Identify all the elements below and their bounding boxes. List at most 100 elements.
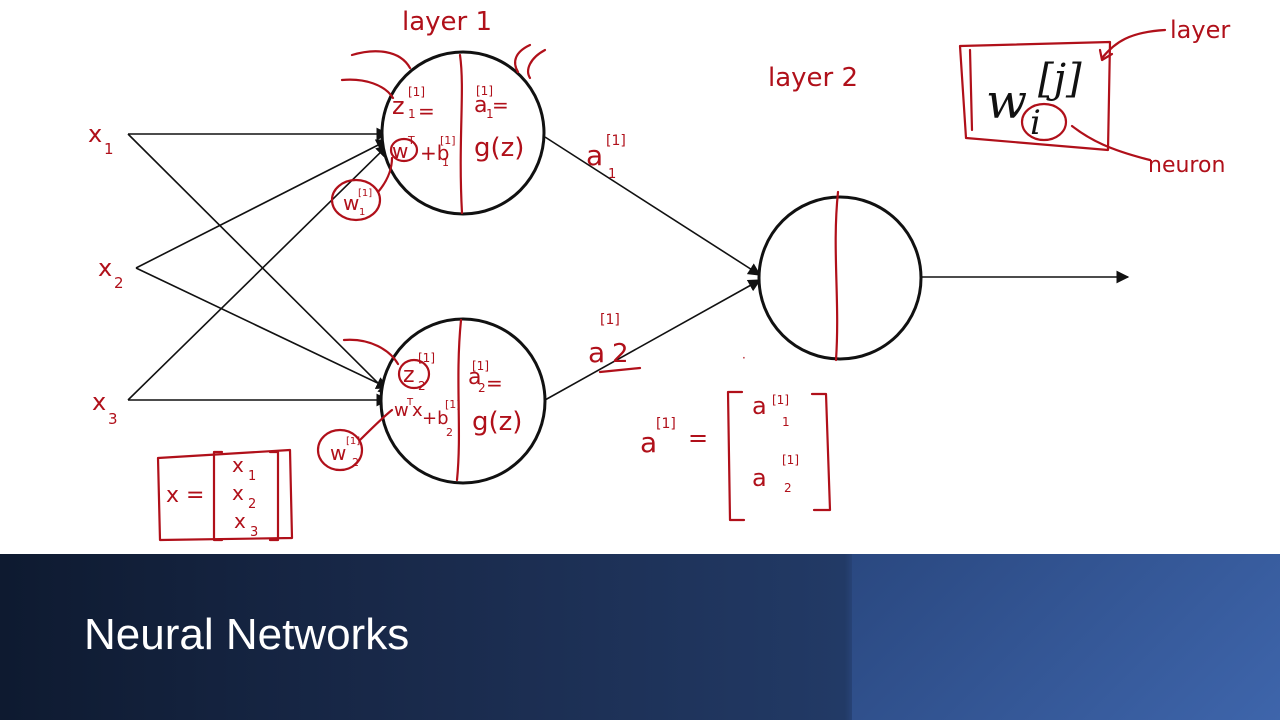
- slide-title: Neural Networks: [84, 610, 410, 659]
- svg-text:x: x: [234, 509, 246, 533]
- x-vector-box: [156, 448, 294, 542]
- svg-text:2: 2: [612, 339, 629, 369]
- svg-text:2: 2: [446, 426, 453, 439]
- svg-text:2: 2: [478, 381, 486, 395]
- svg-text:=: =: [492, 93, 509, 117]
- svg-text:g(z): g(z): [472, 407, 522, 437]
- layer1-arrow-right-2: [527, 48, 547, 80]
- a-vector: a [1] = a [1] 1 a [1] 2: [640, 390, 832, 522]
- svg-text:[1]: [1]: [782, 453, 799, 467]
- svg-text:w: w: [392, 139, 408, 163]
- input-x2: x 2: [98, 254, 124, 292]
- svg-text:=: =: [486, 371, 503, 395]
- n2-z-circle: [397, 358, 431, 390]
- svg-text:[1]: [1]: [440, 134, 456, 147]
- edge-x2-n2: [135, 267, 390, 389]
- x-bracket-left: [212, 450, 224, 542]
- x-vector: x = x 1 x 2 x 3: [156, 448, 294, 542]
- svg-text:x: x: [232, 453, 244, 477]
- svg-text:[1]: [1]: [606, 133, 626, 149]
- svg-text:[1]: [1]: [408, 85, 425, 99]
- input-x1: x 1: [88, 120, 114, 158]
- n1-w-circle: [389, 137, 419, 163]
- svg-text:1: 1: [782, 415, 790, 429]
- svg-text:a: a: [640, 426, 657, 459]
- layer1-arrow-right: [514, 43, 532, 74]
- svg-text:g(z): g(z): [474, 133, 524, 163]
- a2-underline: [598, 366, 642, 374]
- footer-bar: Neural Networks: [0, 554, 1280, 720]
- svg-text:[j]: [j]: [1038, 56, 1082, 102]
- svg-text:neuron: neuron: [1148, 153, 1225, 178]
- svg-text:=: =: [418, 99, 435, 123]
- svg-text:1: 1: [248, 469, 256, 484]
- svg-text:2: 2: [418, 379, 426, 393]
- neuron-1-2-divider: [455, 318, 463, 482]
- svg-text:+b: +b: [420, 141, 449, 165]
- layer1-arrow-left: [350, 50, 412, 70]
- neuron-2-1: [757, 195, 923, 361]
- neuron-2-1-divider: [834, 190, 840, 362]
- svg-text:x: x: [412, 400, 423, 421]
- svg-text:a: a: [752, 392, 767, 420]
- neuron-1-1-annotations: z [1] 1 = a [1] 1 = w T +b [1] 1 g(z) w …: [330, 84, 524, 222]
- svg-text:a: a: [752, 464, 767, 492]
- notation-i-circle: [1020, 102, 1068, 142]
- svg-text:2: 2: [248, 497, 256, 512]
- svg-text:1: 1: [104, 140, 114, 158]
- svg-text:[1]: [1]: [346, 436, 360, 447]
- n2-weight-arrow: [358, 408, 394, 442]
- svg-text:+b: +b: [422, 408, 449, 429]
- svg-text:1: 1: [608, 167, 616, 182]
- neuron-1-2: [379, 317, 547, 485]
- notation-box-left-stroke: [968, 48, 974, 132]
- n1-weight-arrow: [376, 156, 394, 194]
- a1-output-label: a [1] 1: [586, 133, 626, 182]
- neuron-pointer-arrow: [1070, 124, 1152, 162]
- svg-text:i: i: [1030, 103, 1041, 143]
- neuron-1-1: [380, 50, 546, 216]
- layer-1-label: layer 1: [402, 7, 492, 37]
- n1-weight-circle: [330, 178, 382, 222]
- svg-text:a: a: [468, 365, 481, 390]
- neuron-1-2-annotations: z [1] 2 a [1] 2 = w T x +b [1] 2 g(z) w …: [316, 338, 522, 472]
- svg-text:w: w: [394, 400, 409, 421]
- svg-text:[1]: [1]: [358, 188, 372, 199]
- svg-text:1: 1: [359, 207, 365, 218]
- notation-box: [958, 40, 1112, 152]
- z2-arrow: [342, 338, 400, 366]
- network-diagram: layer 1 layer 2 x 1 x 2 x 3 z [1] 1 = a …: [88, 7, 1230, 542]
- svg-text:3: 3: [108, 410, 118, 428]
- svg-text:z: z: [403, 363, 415, 388]
- svg-text:w: w: [330, 441, 346, 465]
- svg-text:x: x: [232, 481, 244, 505]
- svg-text:1: 1: [442, 156, 449, 169]
- svg-text:[1]: [1]: [445, 398, 461, 411]
- edge-n2-out: [544, 279, 762, 401]
- svg-text:x: x: [92, 388, 106, 416]
- layer-pointer-arrow: [1100, 28, 1167, 60]
- stray-dot: ·: [742, 351, 746, 365]
- svg-text:[1]: [1]: [472, 359, 489, 373]
- edge-x2-n1: [135, 139, 390, 269]
- neuron-1-1-divider: [458, 53, 464, 215]
- svg-text:[1]: [1]: [600, 312, 620, 328]
- svg-text:a: a: [588, 336, 605, 369]
- z-arrow-top: [340, 78, 395, 100]
- svg-text:2: 2: [784, 481, 792, 495]
- svg-text:T: T: [406, 397, 414, 408]
- svg-text:2: 2: [352, 456, 359, 469]
- a-bracket-right: [810, 392, 832, 512]
- x-bracket-right: [268, 450, 280, 542]
- svg-text:w: w: [343, 191, 359, 215]
- svg-text:[1]: [1]: [772, 393, 789, 407]
- layer-2-label: layer 2: [768, 63, 858, 93]
- a2-output-label: a [1] 2: [588, 312, 642, 374]
- svg-text:3: 3: [250, 525, 258, 540]
- a-bracket-left: [726, 390, 746, 522]
- edge-n1-out: [544, 136, 762, 276]
- svg-text:x: x: [98, 254, 112, 282]
- svg-text:T: T: [407, 134, 415, 147]
- svg-text:2: 2: [114, 274, 124, 292]
